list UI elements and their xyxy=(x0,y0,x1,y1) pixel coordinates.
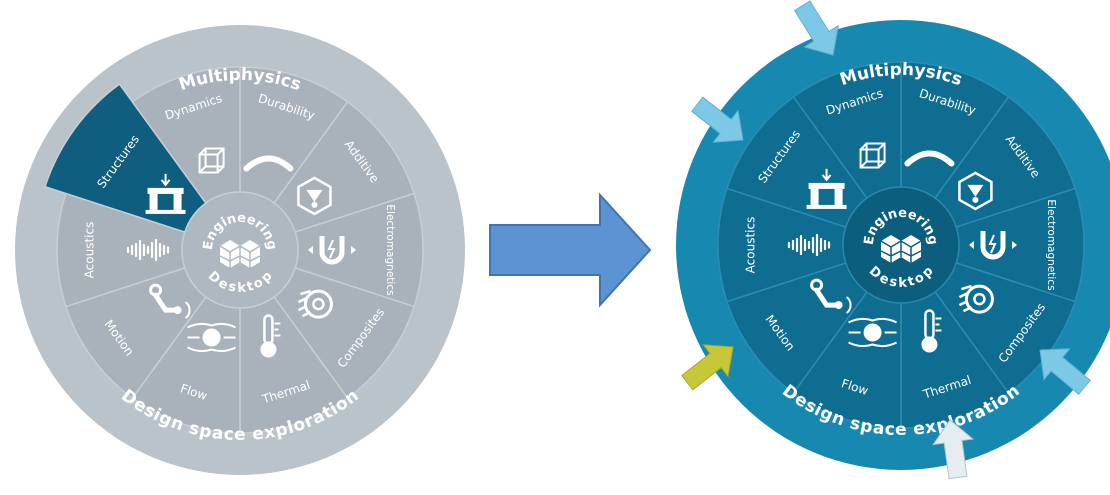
linkage-icon xyxy=(149,283,191,319)
pointer-arrow-motion-icon xyxy=(681,344,734,391)
transition-arrow-icon xyxy=(489,192,652,308)
pointer-arrow-top-icon xyxy=(793,0,839,56)
left-segment-label: Acoustics xyxy=(83,222,97,279)
additive-cube-icon xyxy=(958,171,993,211)
left-segment-group xyxy=(44,66,424,434)
engineering-desktop-cubes-icon xyxy=(219,240,261,268)
flow-ball-icon xyxy=(187,322,237,353)
additive-cube-icon xyxy=(297,176,332,216)
press-icon xyxy=(806,168,847,209)
right-segment-label: Acoustics xyxy=(744,217,758,274)
pointer-arrow-composites-icon xyxy=(1039,348,1091,395)
magnet-icon xyxy=(308,236,356,265)
thermometer-icon xyxy=(921,309,942,353)
magnet-icon xyxy=(969,231,1017,260)
press-icon xyxy=(145,173,186,214)
flow-ball-icon xyxy=(848,317,898,348)
pointer-arrow-bottom-icon xyxy=(932,419,975,480)
soundwave-icon xyxy=(126,238,170,262)
wire-cube-icon xyxy=(859,142,886,169)
pointer-arrow-upper-left-icon xyxy=(691,96,744,143)
left-segment-label: Electromagnetics xyxy=(384,204,396,295)
left-icon-group xyxy=(126,147,356,358)
composite-roll-icon xyxy=(297,289,333,319)
right-segment-label: Electromagnetics xyxy=(1045,199,1057,290)
left-wheel-diagram: DurabilityAdditiveElectromagneticsCompos… xyxy=(15,25,465,475)
bent-beam-icon xyxy=(239,155,298,172)
soundwave-icon xyxy=(787,233,831,257)
right-segment-group xyxy=(717,61,1085,429)
right-wheel-diagram: DurabilityAdditiveElectromagneticsCompos… xyxy=(676,20,1110,470)
thermometer-icon xyxy=(260,314,281,358)
pointer-arrows xyxy=(681,0,1091,480)
composite-roll-icon xyxy=(958,284,994,314)
engineering-desktop-cubes-icon xyxy=(880,235,922,263)
linkage-icon xyxy=(810,278,852,314)
right-icon-group xyxy=(787,142,1017,353)
wire-cube-icon xyxy=(198,147,225,174)
bent-beam-icon xyxy=(900,150,959,167)
